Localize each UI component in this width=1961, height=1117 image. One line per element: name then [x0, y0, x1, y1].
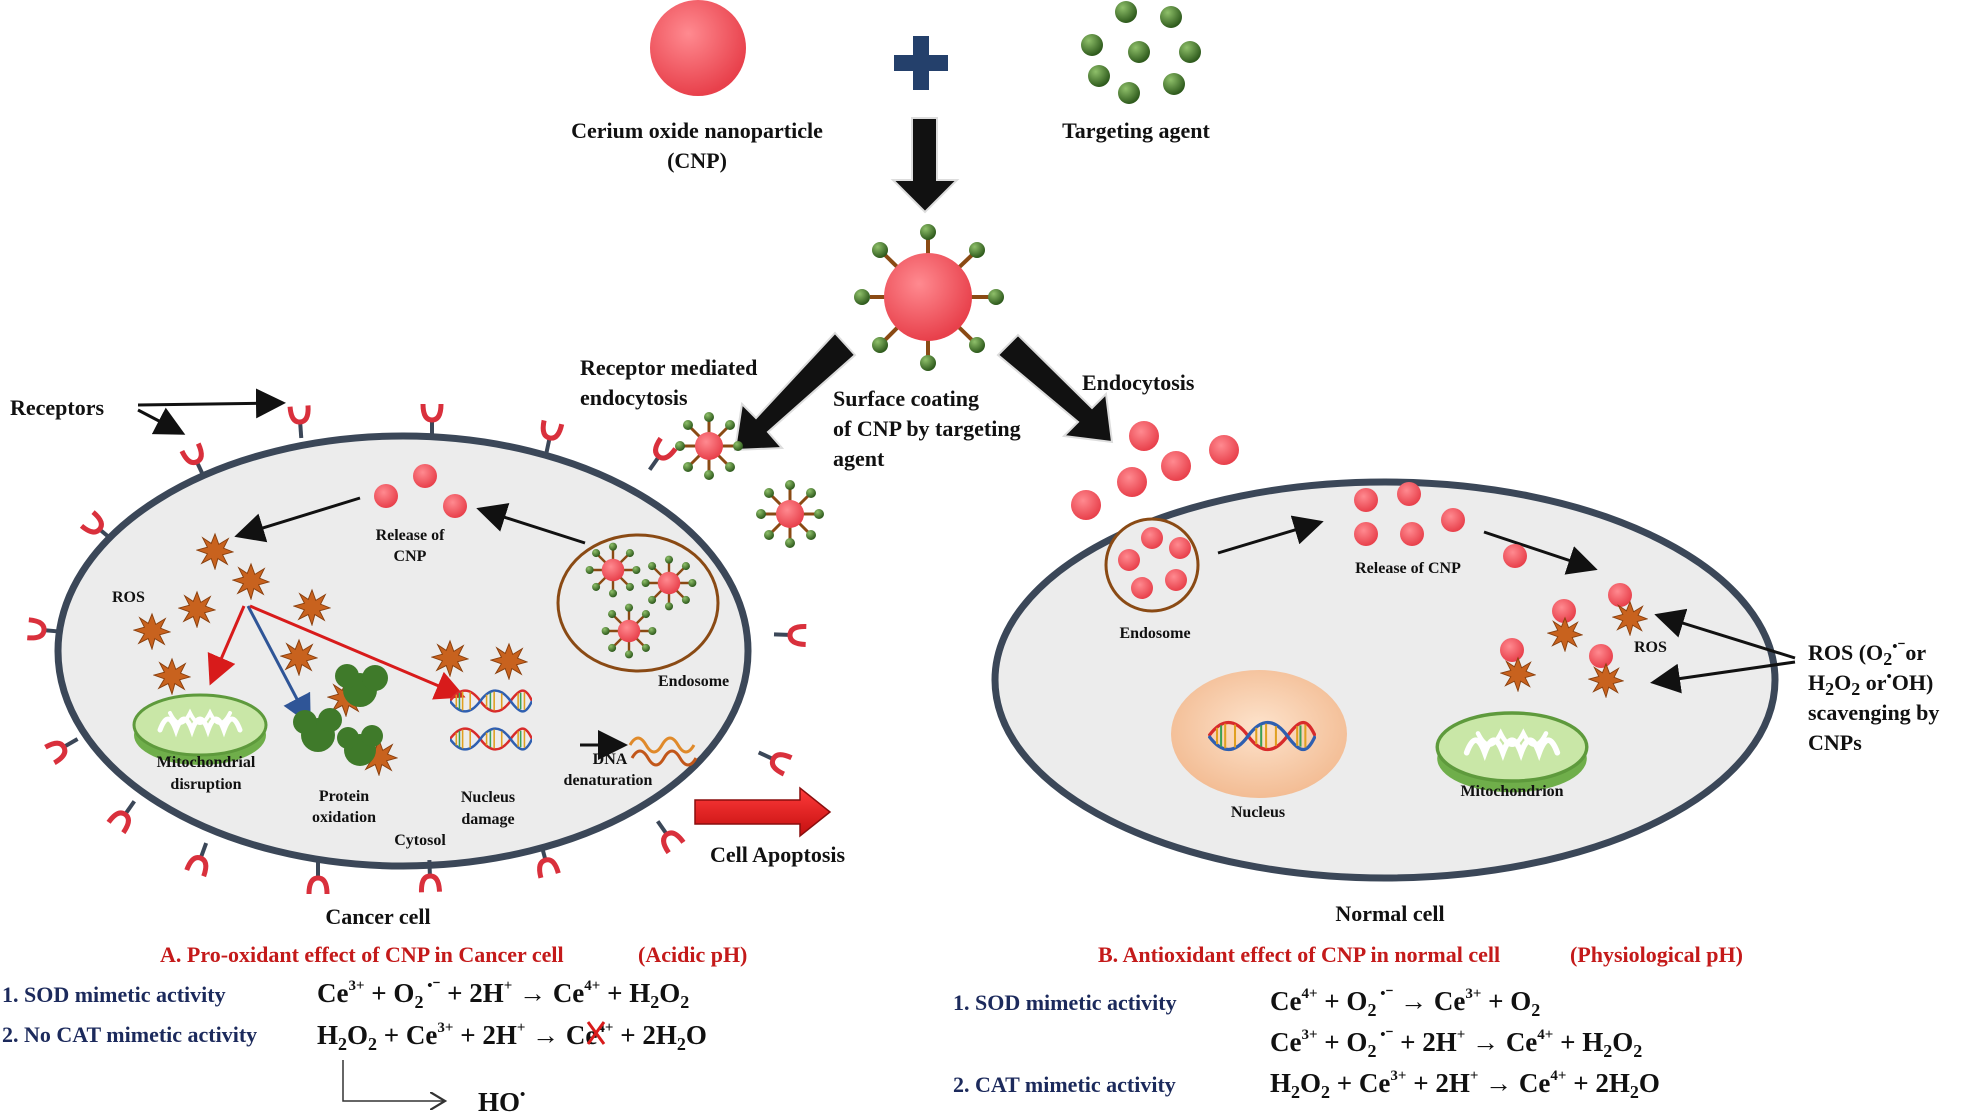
- endosome-normal-label: Endosome: [1119, 625, 1190, 642]
- section-b-title: B. Antioxidant effect of CNP in normal c…: [1098, 942, 1500, 967]
- endosome-cancer-label: Endosome: [658, 673, 729, 690]
- denatured-dna-icon: [628, 736, 698, 767]
- nucleus: [1171, 670, 1347, 798]
- svg-text:ROS (O2•⁻or: ROS (O2•⁻or: [1808, 639, 1926, 669]
- coated-cnp: [854, 224, 1004, 371]
- nucleus-damage-label-2: damage: [461, 811, 514, 828]
- svg-text:H2O2 + Ce3+ + 2H+ → Ce4+ + 2H: H2O2 + Ce3+ + 2H+ → Ce4+ + 2H2O: [317, 1020, 707, 1054]
- targeting-agent-label: Targeting agent: [1062, 118, 1210, 143]
- released-cnp-cancer: [374, 464, 467, 518]
- coated-cnp-incoming-2: [754, 478, 826, 550]
- cnp-label-2: (CNP): [667, 148, 727, 173]
- ros-cancer-label: ROS: [112, 589, 145, 606]
- plus-icon: [894, 36, 948, 90]
- ros-effect-arrows: [207, 604, 466, 726]
- section-b-item-2: 2. CAT mimetic activity: [953, 1072, 1176, 1097]
- protein-oxidation-label-1: Protein: [319, 788, 369, 805]
- cancer-flow-arrows: [234, 496, 586, 545]
- apoptosis-arrow-icon: [694, 786, 832, 838]
- ros-scavenging-arrows: [1650, 608, 1796, 694]
- release-cnp-label-2: CNP: [394, 548, 427, 565]
- mito-disruption-label-2: disruption: [170, 776, 241, 793]
- endocytosis-label: Endocytosis: [1082, 370, 1195, 395]
- surface-coating-label-2: of CNP by targeting: [833, 416, 1021, 441]
- equation-a2: H2O2 + Ce3+ + 2H+ → Ce4+ + 2H2O: [317, 1020, 707, 1054]
- dna-denaturation-label-1: DNA: [593, 751, 628, 768]
- arrow-to-cancer-icon: [733, 331, 857, 452]
- ho-radical-label: HO•: [478, 1087, 525, 1117]
- receptor-mediated-label-2: endocytosis: [580, 385, 688, 410]
- cancer-cell-label: Cancer cell: [325, 904, 430, 929]
- ho-branch-arrow: [342, 1060, 445, 1101]
- mitochondrion-normal: [1437, 713, 1587, 792]
- cell-apoptosis-label: Cell Apoptosis: [710, 842, 846, 867]
- mito-disruption-label-1: Mitochondrial: [157, 754, 256, 771]
- released-cnp-normal: [1354, 482, 1465, 546]
- surface-coating-label-1: Surface coating: [833, 386, 979, 411]
- down-arrow-icon: [890, 117, 960, 214]
- endosome-cancer: [556, 533, 720, 673]
- svg-text:Ce3+ + O2 •⁻ + 2H+ → Ce4+ + H: Ce3+ + O2 •⁻ + 2H+ → Ce4+ + H2O2: [1270, 1027, 1642, 1061]
- cnp-particle: [650, 0, 746, 96]
- targeting-agent-dots: [1081, 1, 1201, 104]
- normal-cell-label: Normal cell: [1335, 901, 1444, 926]
- equation-b1: Ce4+ + O2 •⁻ → Ce3+ + O2: [1270, 986, 1540, 1020]
- ros-scavenging-text: ROS (O2•⁻or H2O2 or•OH) scavenging by CN…: [1808, 639, 1939, 755]
- receptors-label: Receptors: [10, 395, 105, 420]
- svg-text:H2O2 or•OH): H2O2 or•OH): [1808, 669, 1933, 699]
- coated-cnp-incoming-1: [673, 410, 745, 482]
- equation-b3: H2O2 + Ce3+ + 2H+ → Ce4+ + 2H2O: [1270, 1068, 1660, 1102]
- equation-a1: Ce3+ + O2 •⁻ + 2H+ → Ce4+ + H2O2: [317, 978, 689, 1012]
- release-cnp-label-1: Release of: [376, 527, 446, 544]
- receptor-mediated-label-1: Receptor mediated: [580, 355, 757, 380]
- cnp-label-1: Cerium oxide nanoparticle: [571, 118, 823, 143]
- protein-oxidation-label-2: oxidation: [312, 809, 376, 826]
- cnp-scattered-normal: [1500, 544, 1632, 668]
- endosome-normal: [1104, 517, 1200, 613]
- nucleus-label: Nucleus: [1231, 804, 1285, 821]
- ros-scavenging-label-5: CNPs: [1808, 730, 1862, 755]
- svg-text:Ce3+ + O2 •⁻ + 2H+ → Ce4+ + H2: Ce3+ + O2 •⁻ + 2H+ → Ce4+ + H2O2: [317, 978, 689, 1012]
- section-b-item-1: 1. SOD mimetic activity: [953, 990, 1177, 1015]
- ros-normal-label: ROS: [1634, 639, 1667, 656]
- section-b-ph: (Physiological pH): [1570, 942, 1743, 967]
- section-a-title: A. Pro-oxidant effect of CNP in Cancer c…: [160, 942, 564, 967]
- surface-coating-label-3: agent: [833, 446, 885, 471]
- section-a-ph: (Acidic pH): [638, 942, 747, 967]
- svg-text:H2O2 + Ce3+ + 2H+ → Ce4+ + 2H: H2O2 + Ce3+ + 2H+ → Ce4+ + 2H2O: [1270, 1068, 1660, 1102]
- cytosol-label: Cytosol: [394, 832, 446, 849]
- release-cnp-normal-label: Release of CNP: [1355, 560, 1461, 577]
- dna-denaturation-label-2: denaturation: [564, 772, 653, 789]
- protein-cluster: [293, 664, 388, 766]
- nucleus-damage-label-1: Nucleus: [461, 789, 515, 806]
- mitochondrion-label: Mitochondrion: [1460, 783, 1563, 800]
- ros-scavenging-label-4: scavenging by: [1808, 700, 1939, 725]
- svg-text:Ce4+ + O2 •⁻ → Ce3+ + O2: Ce4+ + O2 •⁻ → Ce3+ + O2: [1270, 986, 1540, 1020]
- equation-b2: Ce3+ + O2 •⁻ + 2H+ → Ce4+ + H2O2: [1270, 1027, 1642, 1061]
- normal-flow-arrows: [1217, 515, 1598, 575]
- arrow-to-normal-icon: [996, 333, 1114, 444]
- receptors-pointer-arrows: [137, 388, 286, 435]
- section-a-item-2: 2. No CAT mimetic activity: [2, 1022, 257, 1047]
- section-a-item-1: 1. SOD mimetic activity: [2, 982, 226, 1007]
- cnp-incoming-normal: [1071, 421, 1239, 520]
